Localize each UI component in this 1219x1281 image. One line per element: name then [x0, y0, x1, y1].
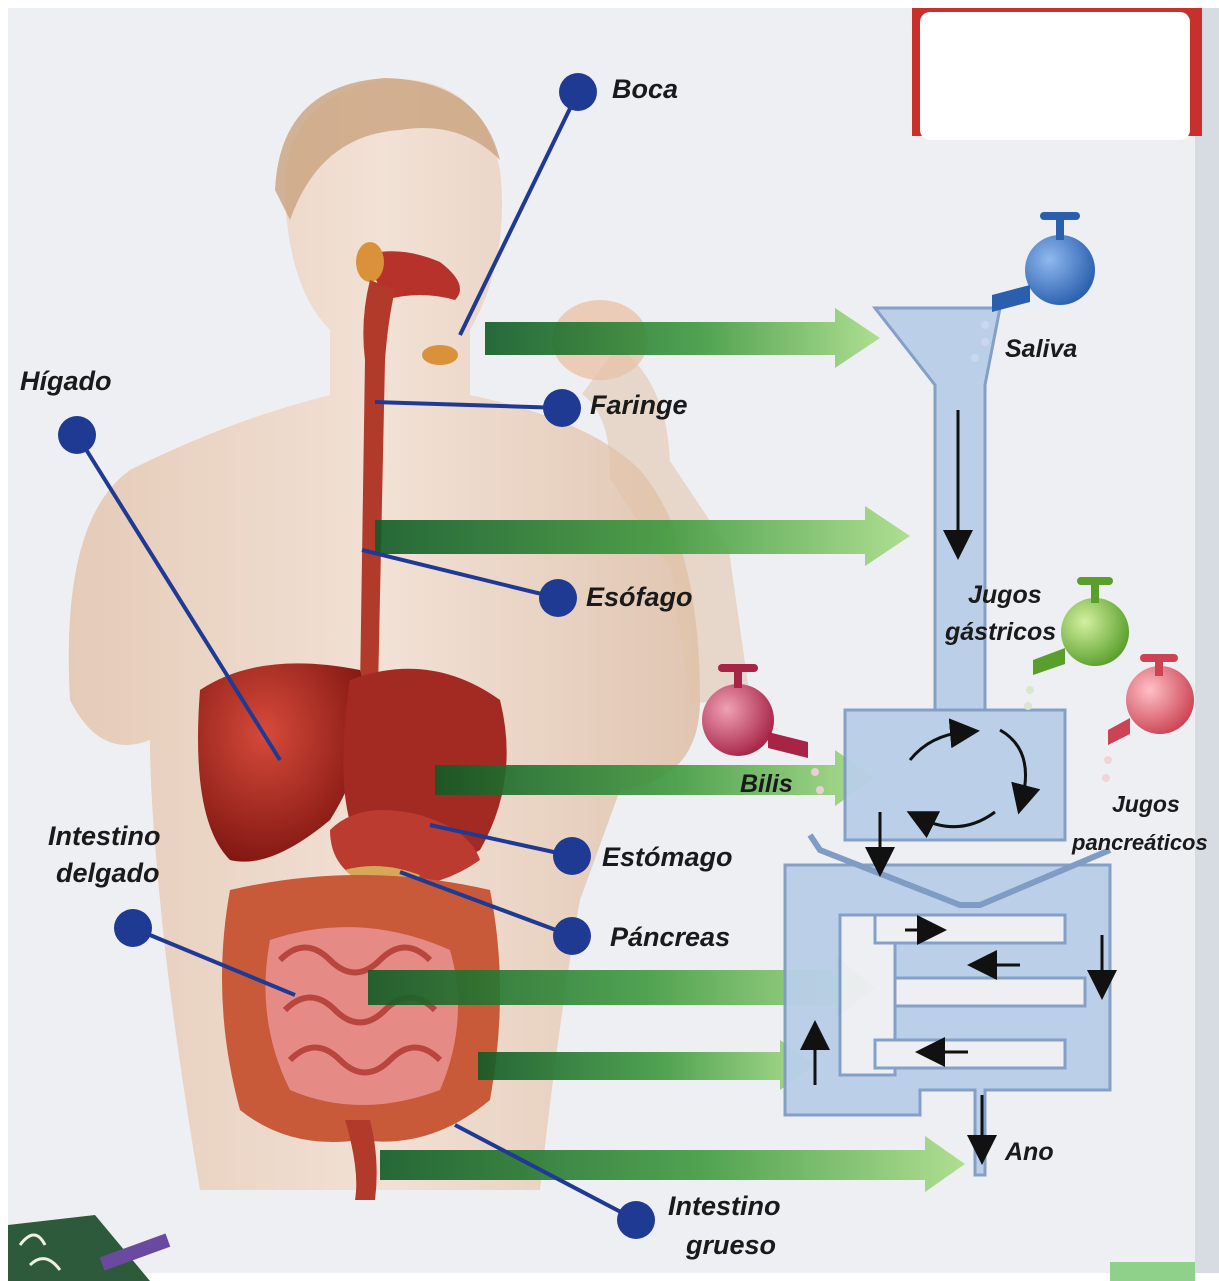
redaction-patch — [920, 12, 1190, 140]
label-estomago: Estómago — [602, 842, 733, 872]
pointer-dot-estomago — [553, 837, 591, 875]
label-jugos-pancreaticos-line2: pancreáticos — [1071, 830, 1208, 855]
pointer-dot-boca — [559, 73, 597, 111]
page-edge — [1195, 8, 1219, 1273]
label-higado: Hígado — [20, 366, 112, 396]
pointer-dot-intestino-grueso — [617, 1201, 655, 1239]
label-esofago: Esófago — [586, 582, 693, 612]
label-jugos-gastricos-line2: gástricos — [944, 618, 1056, 646]
label-jugos-pancreaticos-line1: Jugos — [1112, 791, 1180, 817]
label-pancreas: Páncreas — [610, 922, 730, 952]
label-boca: Boca — [612, 74, 678, 104]
pointer-dot-faringe — [543, 389, 581, 427]
pointer-dot-higado — [58, 416, 96, 454]
label-intestino-delgado-line2: delgado — [56, 858, 160, 888]
label-faringe: Faringe — [590, 390, 688, 420]
label-bilis: Bilis — [740, 770, 793, 798]
tube-stomach — [845, 710, 1065, 840]
label-intestino-grueso-line2: grueso — [685, 1230, 776, 1260]
label-jugos-gastricos-line1: Jugos — [968, 581, 1042, 609]
label-intestino-grueso-line1: Intestino — [668, 1191, 781, 1221]
pointer-dot-esofago — [539, 579, 577, 617]
label-saliva: Saliva — [1005, 335, 1077, 363]
pointer-dot-pancreas — [553, 917, 591, 955]
pointer-dot-intestino-delgado — [114, 909, 152, 947]
label-ano: Ano — [1004, 1138, 1054, 1166]
label-intestino-delgado-line1: Intestino — [48, 821, 161, 851]
